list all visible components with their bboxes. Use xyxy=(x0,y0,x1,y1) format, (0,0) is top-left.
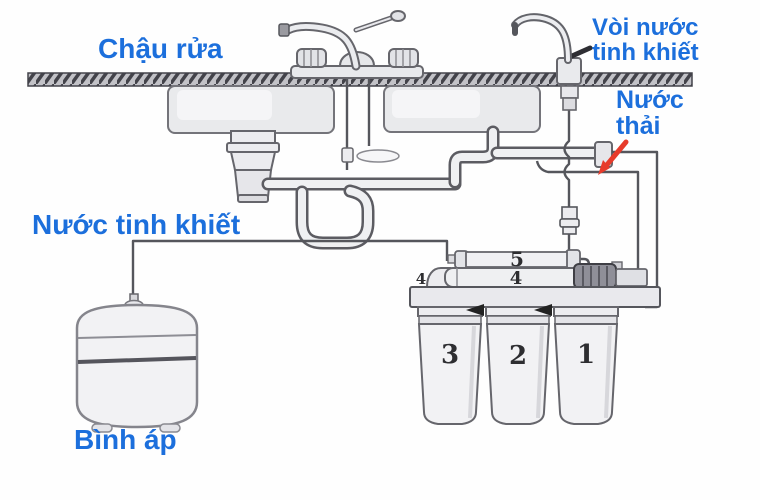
canister-1-number: 1 xyxy=(577,340,595,370)
label-waste-water-line1: Nước xyxy=(616,86,684,114)
left-sink-bowl xyxy=(167,85,335,134)
garbage-disposal xyxy=(226,130,280,203)
pure-water-tube xyxy=(131,239,449,296)
pure-faucet-fitting xyxy=(560,85,579,111)
right-sink-bowl xyxy=(383,85,541,133)
booster-pump xyxy=(573,261,648,289)
label-pure-water-faucet-line2: tinh khiết xyxy=(592,39,699,66)
pure-water-faucet xyxy=(511,13,593,85)
label-pure-water-faucet-line1: Vòi nước xyxy=(592,14,699,41)
bracket-number: 4 xyxy=(416,270,426,288)
filter-canister-1 xyxy=(553,323,619,425)
filter-canister-2 xyxy=(485,323,551,425)
p-trap-pipe xyxy=(295,184,375,250)
canister-collars xyxy=(417,306,619,325)
waste-pointer-line xyxy=(598,139,629,175)
label-pure-water-line: Nước tinh khiết xyxy=(32,209,241,240)
drain-pipe xyxy=(261,125,603,191)
flow-arrow-right xyxy=(534,304,552,316)
bracket-hump xyxy=(425,267,451,288)
label-pure-water-faucet: Vòi nước tinh khiết xyxy=(592,15,699,65)
supply-fittings xyxy=(341,147,400,163)
label-waste-water: Nước thải xyxy=(616,87,684,139)
membrane-number: 4 xyxy=(510,268,523,289)
canister-2-number: 2 xyxy=(509,341,527,371)
flow-arrow-left xyxy=(466,304,484,316)
feed-tube xyxy=(535,160,640,295)
filter-canister-3 xyxy=(417,323,483,425)
mounting-bracket xyxy=(409,286,661,308)
check-valve xyxy=(559,206,580,235)
post-filter-5 xyxy=(447,249,581,269)
filter-unit: 5 4 4 3 2 1 xyxy=(409,247,661,425)
faucet-tube-upper xyxy=(563,110,571,207)
kitchen-faucet xyxy=(278,10,424,79)
label-sink-basin: Chậu rửa xyxy=(98,33,223,64)
canister-3-number: 3 xyxy=(441,340,459,370)
pressure-tank xyxy=(75,293,199,433)
post-filter-number: 5 xyxy=(510,247,524,271)
label-waste-water-line2: thải xyxy=(616,112,661,140)
label-pressure-tank: Bình áp xyxy=(74,424,177,455)
